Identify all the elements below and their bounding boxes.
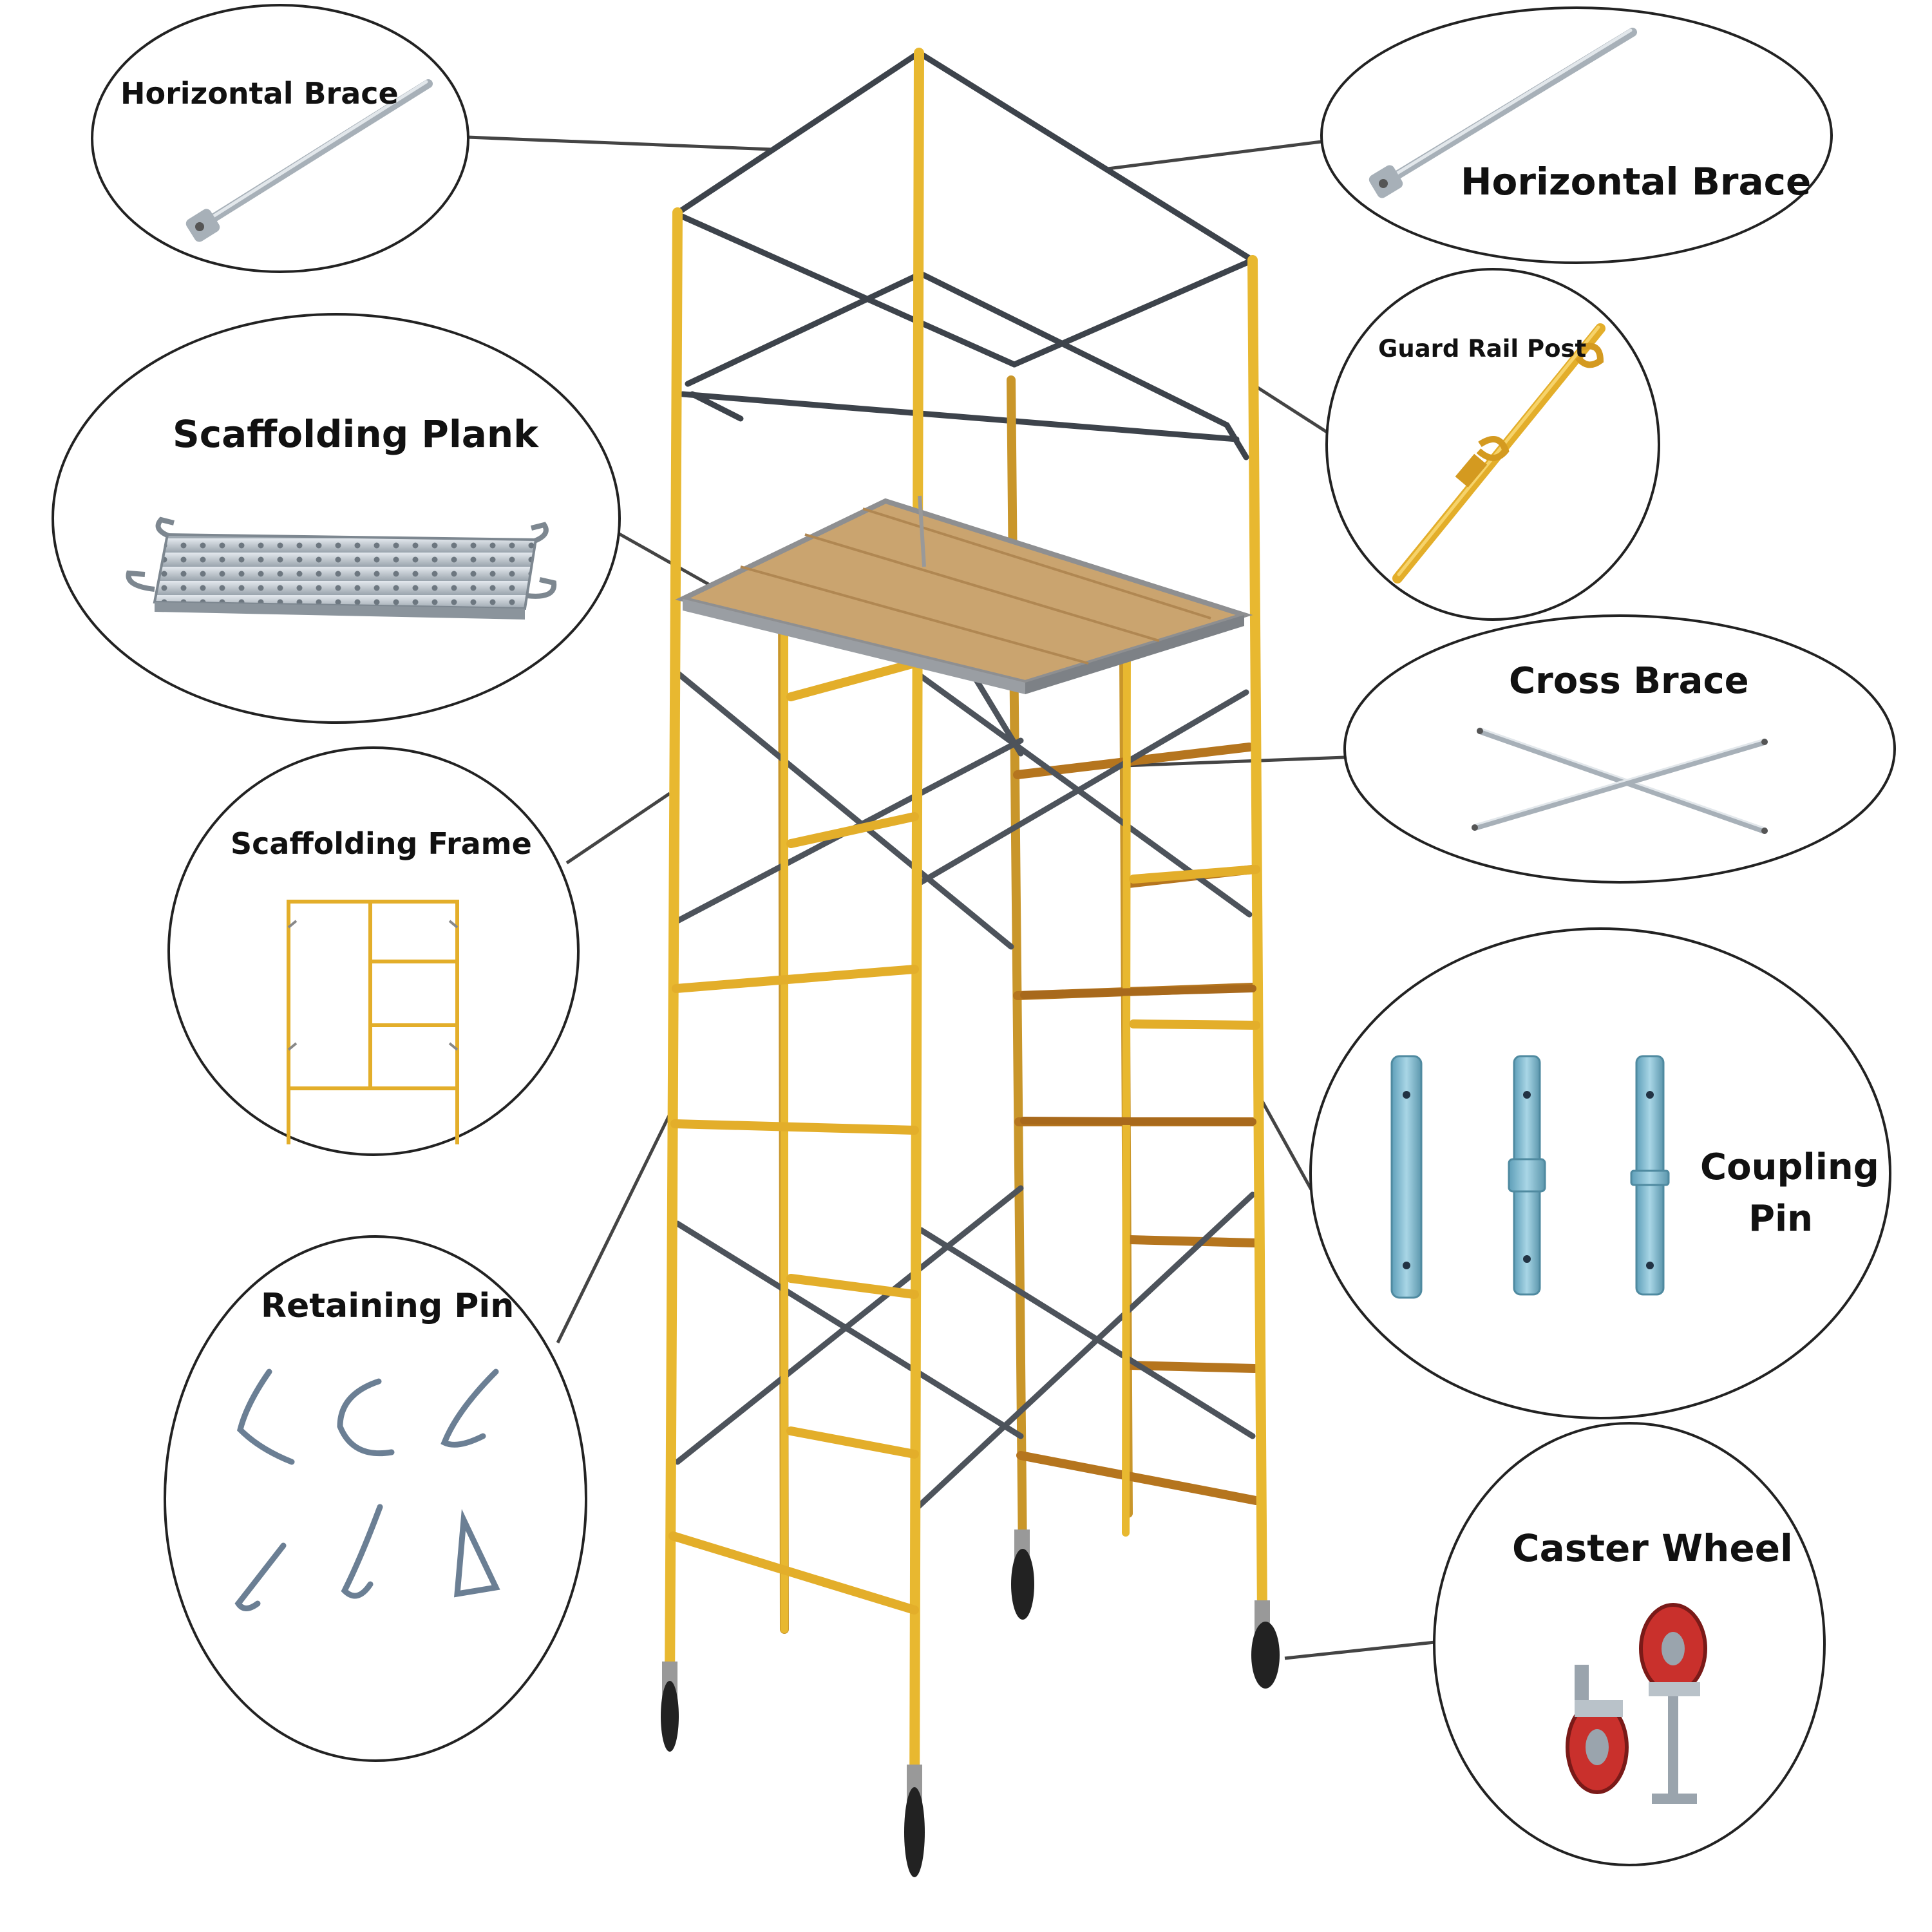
tower-caster-wheels [661,1530,1280,1877]
leader-guard-rail-post [1255,384,1329,435]
label-scaffolding-plank: Scaffolding Plank [173,412,538,456]
leader-horizontal-brace-left [467,135,773,151]
label-coupling-pin-line2: Pin [1748,1198,1814,1240]
callout-cross-brace [1343,614,1896,884]
callout-guard-rail-post [1325,268,1660,621]
callout-horizontal-brace-right [1320,6,1833,264]
label-cross-brace: Cross Brace [1509,660,1749,702]
horizontal-brace-right-image [1368,28,1637,198]
retaining-pin-image [234,1368,500,1611]
leader-scaffolding-frame [565,791,671,865]
guard-rail-post-image [1392,323,1605,583]
label-horizontal-brace-left: Horizontal Brace [120,76,399,111]
leader-lines [467,135,1435,1660]
leader-caster-wheel [1284,1640,1435,1660]
cross-brace-image [1472,727,1768,834]
scaffolding-plank-image [126,516,557,620]
scaffolding-frame-image [287,900,459,1144]
label-retaining-pin: Retaining Pin [261,1287,515,1325]
caster-wheel-image [1566,1603,1707,1804]
label-scaffolding-frame: Scaffolding Frame [231,826,532,861]
callout-horizontal-brace-left [91,4,469,273]
label-guard-rail-post: Guard Rail Post [1378,335,1587,363]
coupling-pin-image [1390,1055,1670,1299]
callout-caster-wheel [1433,1422,1826,1866]
scaffold-tower [661,48,1280,1877]
horizontal-brace-left-image [185,79,433,242]
label-horizontal-brace-right: Horizontal Brace [1461,160,1812,204]
callout-retaining-pin [164,1235,587,1762]
label-caster-wheel: Caster Wheel [1512,1526,1793,1570]
label-coupling-pin-line1: Coupling [1700,1146,1879,1188]
callout-scaffolding-frame [167,746,580,1156]
leader-horizontal-brace-right [1107,140,1322,171]
leader-retaining-pin [556,1106,675,1344]
leader-coupling-pin [1260,1100,1313,1191]
callout-scaffolding-plank [52,313,621,724]
leader-cross-brace [1107,755,1345,768]
callout-coupling-pin [1309,927,1891,1419]
platform-plank [675,495,1253,694]
